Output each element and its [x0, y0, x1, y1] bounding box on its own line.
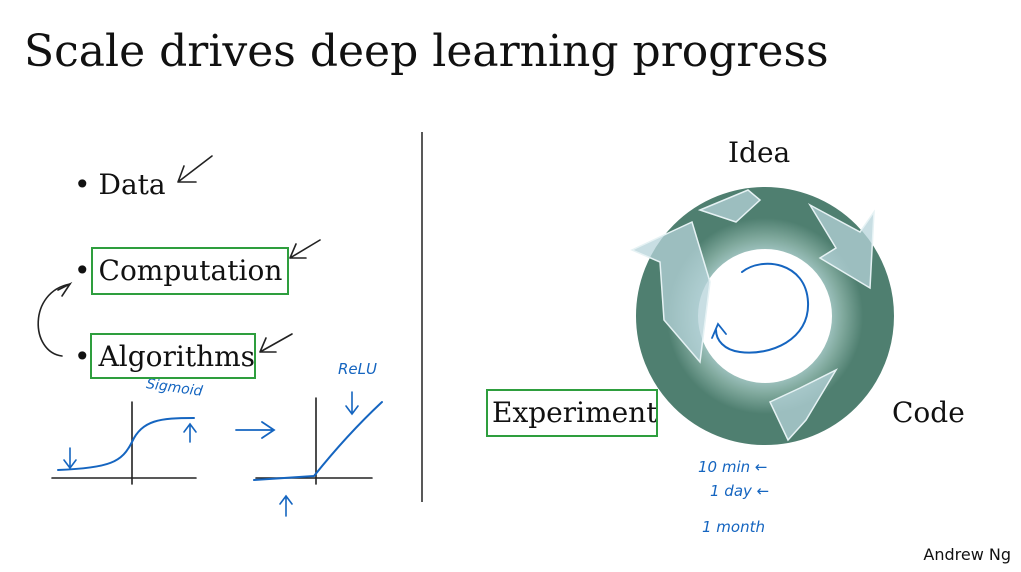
time-note-1month: 1 month: [702, 518, 765, 536]
sigmoid-curve: [57, 417, 195, 471]
relu-sketch: [253, 391, 383, 517]
computation-highlight-box: [91, 247, 289, 295]
cycle-label-idea: Idea: [728, 136, 791, 169]
inner-loop-arrowhead: [711, 322, 727, 339]
algorithms-pointer-arrow: [259, 333, 293, 353]
cycle-label-code: Code: [892, 396, 965, 429]
sigmoid-right-arrow: [183, 422, 197, 443]
relu-curve: [253, 401, 383, 481]
inner-loop-sketch: [715, 262, 810, 354]
sigmoid-to-relu-arrow: [235, 421, 276, 439]
cycle-arrow-right: [807, 203, 875, 290]
cycle-arrow-top: [697, 189, 762, 223]
relu-note: ReLU: [338, 360, 377, 378]
sigmoid-sketch: [51, 401, 197, 485]
bullet-marker: •: [74, 168, 91, 201]
iteration-cycle: [630, 187, 894, 445]
time-note-1day: 1 day ←: [710, 482, 770, 500]
feedback-loop-arrowhead: [57, 281, 73, 297]
cycle-arrow-left: [630, 220, 711, 364]
bullet-marker: •: [74, 340, 91, 373]
cycle-arrow-bottom: [768, 368, 838, 442]
cycle-label-experiment: Experiment: [492, 396, 658, 429]
bullet-label-algorithms: Algorithms: [98, 340, 256, 373]
bullet-marker: •: [74, 254, 91, 287]
experiment-highlight-box: [486, 389, 658, 437]
bullet-pointer-arrows: [37, 155, 321, 357]
computation-pointer-arrow: [289, 239, 321, 259]
time-note-10min: 10 min ←: [698, 458, 768, 476]
bullet-algorithms: •Algorithms: [74, 340, 255, 374]
bullet-label-data: Data: [98, 168, 166, 201]
data-pointer-arrow: [177, 155, 213, 183]
author-credit: Andrew Ng: [923, 545, 1011, 564]
feedback-loop-arrow: [37, 283, 71, 357]
bullet-data: •Data: [74, 168, 166, 202]
algorithms-highlight-box: [90, 333, 256, 379]
relu-top-arrow: [345, 391, 359, 416]
bullet-computation: •Computation: [74, 254, 282, 288]
sigmoid-left-arrow: [63, 447, 77, 470]
cycle-arrow-segments: [630, 189, 875, 442]
bullet-label-computation: Computation: [98, 254, 283, 287]
relu-bottom-arrow: [279, 494, 293, 517]
slide-title: Scale drives deep learning progress: [24, 26, 829, 77]
